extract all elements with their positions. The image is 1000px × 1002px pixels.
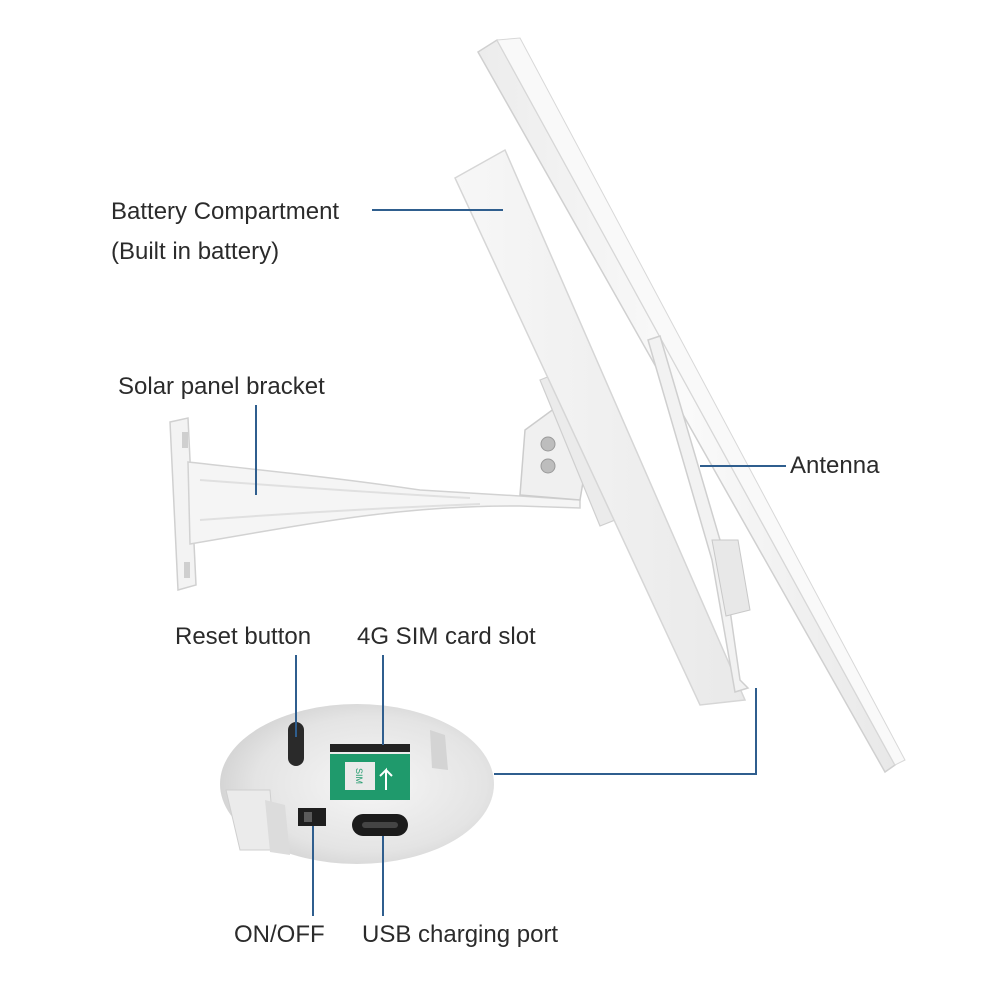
sim-chip-text: SIM	[354, 768, 364, 784]
sim-slot-opening	[330, 744, 410, 752]
wall-mount-plate	[169, 417, 197, 591]
reset-button-label: Reset button	[175, 623, 312, 650]
on-off-label: ON/OFF	[234, 921, 325, 948]
solar-panel-bracket	[187, 461, 581, 545]
screw-icon	[540, 436, 556, 452]
antenna-label: Antenna	[790, 452, 880, 479]
screw-icon	[540, 458, 556, 474]
ports-closeup: SIM	[220, 704, 494, 864]
insert-arrow-icon	[379, 767, 393, 790]
leader-lines	[255, 209, 786, 916]
reset-button-hole	[288, 722, 304, 766]
solar-panel-bracket-label: Solar panel bracket	[118, 373, 325, 400]
usb-charging-port-label: USB charging port	[362, 921, 559, 948]
solar-panel	[476, 37, 906, 774]
battery-compartment	[454, 148, 747, 706]
built-in-battery-label: (Built in battery)	[111, 238, 280, 265]
closeup-leader	[494, 688, 757, 775]
antenna	[647, 335, 751, 693]
sim-card-slot-label: 4G SIM card slot	[357, 623, 536, 650]
battery-compartment-label: Battery Compartment	[111, 198, 340, 225]
